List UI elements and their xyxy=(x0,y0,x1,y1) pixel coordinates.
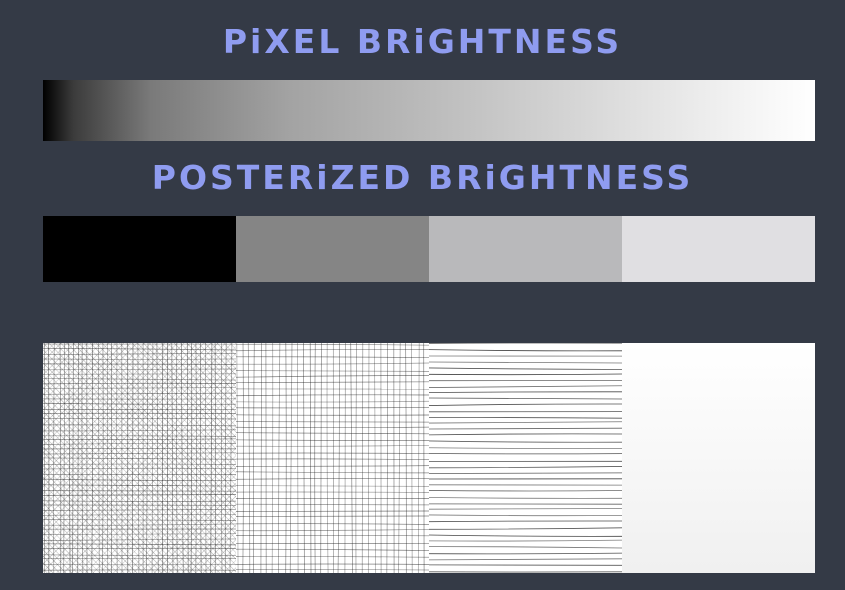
poster-swatch-light-gray xyxy=(429,216,622,282)
poster-swatch-black xyxy=(43,216,236,282)
hatching-panel xyxy=(43,343,815,573)
hatch-medium-crosshatch xyxy=(236,343,429,573)
pixel-brightness-title: PiXEL BRiGHTNESS xyxy=(222,22,623,61)
hatch-horizontal-lines xyxy=(429,343,622,573)
brightness-gradient-bar xyxy=(43,80,815,141)
posterized-bar xyxy=(43,216,815,282)
posterized-brightness-title: POSTERiZED BRiGHTNESS xyxy=(151,158,694,197)
poster-swatch-dark-gray xyxy=(236,216,429,282)
hatch-blank xyxy=(622,343,815,573)
hatch-dense-crosshatch xyxy=(43,343,236,573)
poster-swatch-near-white xyxy=(622,216,815,282)
